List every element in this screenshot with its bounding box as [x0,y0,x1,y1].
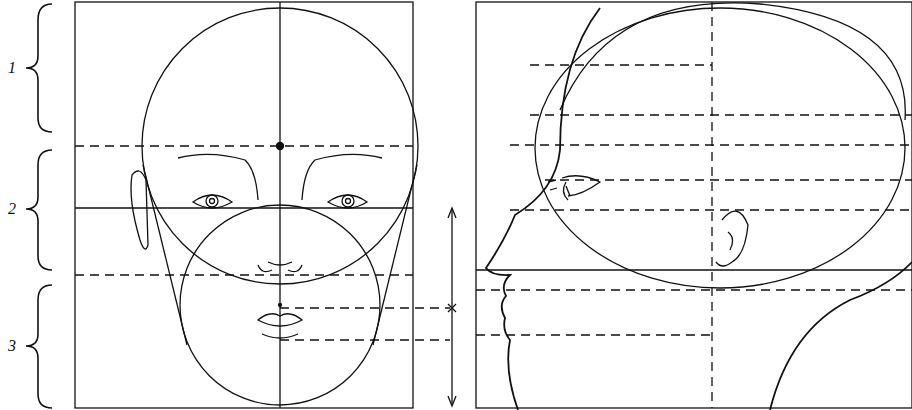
front-view [75,207,413,208]
profile-view [486,8,600,410]
profile-view [476,289,912,290]
section-brace [26,150,52,270]
profile-view [535,8,905,288]
front-view [75,145,413,146]
front-view [206,195,218,207]
front-view [210,199,215,204]
section-number: 2 [8,201,16,217]
front-view [180,205,380,405]
profile-view [476,2,912,408]
section-brace [26,4,52,132]
profile-view [563,182,570,200]
front-view [143,165,187,345]
profile-view [711,2,712,408]
profile-view [476,334,712,335]
front-view [280,307,450,308]
front-view [131,171,148,249]
profile-view [510,144,912,145]
profile-view [476,269,912,270]
front-view [193,195,232,208]
front-view [75,2,413,408]
profile-view [476,2,912,410]
profile-view [562,176,600,196]
front-view [328,195,367,208]
front-view [302,154,382,200]
front-view [258,265,302,272]
profile-view [510,209,912,210]
dimension-arrow [448,304,456,312]
profile-view [716,211,748,266]
front-view [342,195,354,207]
front-view [258,314,302,326]
front-view [280,339,450,340]
dimension-arrow [448,208,456,406]
front-view [279,304,282,307]
front-view [75,274,413,275]
front-view [142,8,418,284]
section-brace [26,285,52,408]
section-brace [26,4,52,408]
section-number: 3 [8,338,16,354]
front-view [262,334,298,338]
front-view [268,262,292,265]
profile-view [476,2,912,408]
front-view [373,165,417,345]
front-view [277,143,284,150]
front-view [75,146,450,340]
profile-view [530,64,712,65]
profile-view [560,3,905,120]
profile-view [545,179,912,180]
profile-view [530,114,912,115]
section-number: 1 [8,60,16,76]
front-view [75,2,456,408]
front-view [178,154,258,200]
front-view [346,199,351,204]
profile-view [770,262,912,410]
profile-view [548,180,557,190]
dimension-arrow [448,208,456,406]
